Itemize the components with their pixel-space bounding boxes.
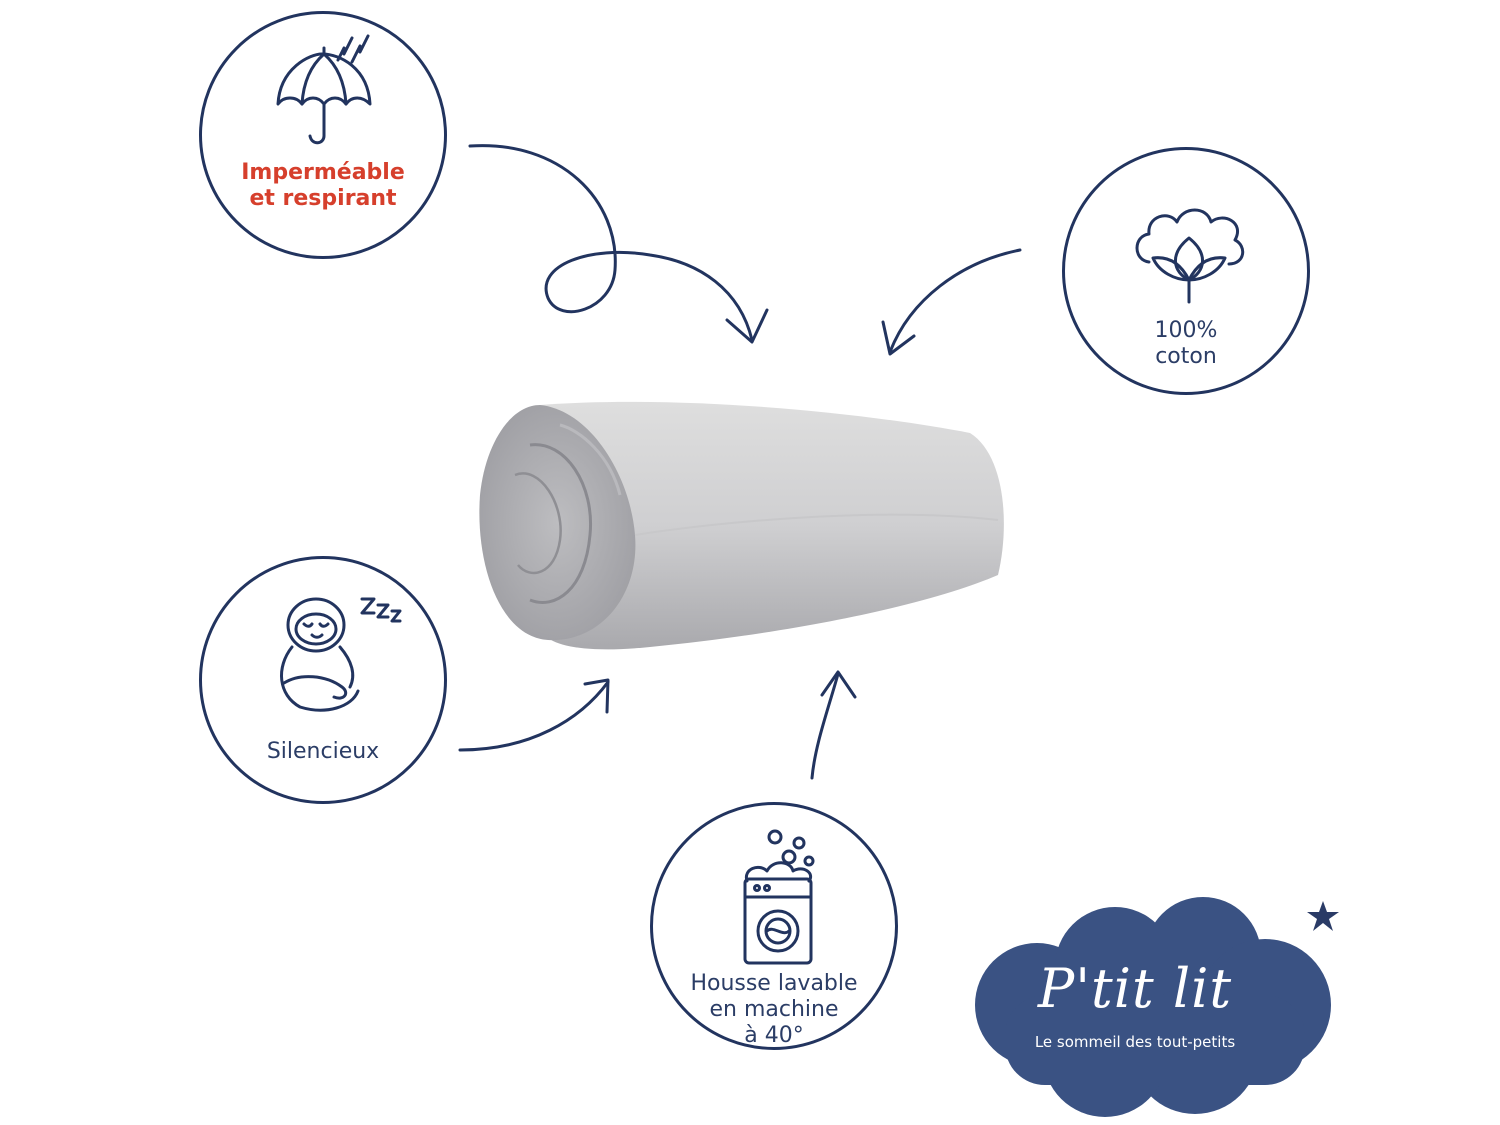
arrow-cotton [888,248,1022,354]
washing-machine-icon [743,829,815,965]
brand-tagline: Le sommeil des tout-petits [1034,1033,1236,1051]
brand-cloud-shape [975,897,1339,1117]
feature-washable: Housse lavable en machine à 40° [650,802,898,1050]
brand-logo: P'tit lit Le sommeil des tout-petits [965,895,1345,1120]
cotton-flower-icon [1135,208,1245,304]
feature-silent: Silencieux [199,556,447,804]
arrow-washable [810,672,840,780]
feature-cotton-label: 100% coton [1154,318,1218,369]
star-icon [1307,901,1339,931]
feature-silent-label: Silencieux [266,739,380,764]
arrow-washable-head [820,670,857,699]
feature-waterproof: Imperméable et respirant [199,11,447,259]
feature-cotton: 100% coton [1062,147,1310,395]
feature-washable-label: Housse lavable en machine à 40° [690,971,858,1048]
arrow-cotton-head [881,320,916,356]
arrow-waterproof-head [725,308,769,344]
arrow-silent-head [583,678,610,714]
feature-waterproof-label: Imperméable et respirant [241,160,405,211]
umbrella-icon [276,34,372,145]
arrow-waterproof [468,144,754,342]
sleeping-sloth-icon [280,597,402,712]
rolled-sheet-product [479,401,1004,650]
brand-name: P'tit lit [1037,957,1233,1020]
arrow-silent [458,680,610,752]
